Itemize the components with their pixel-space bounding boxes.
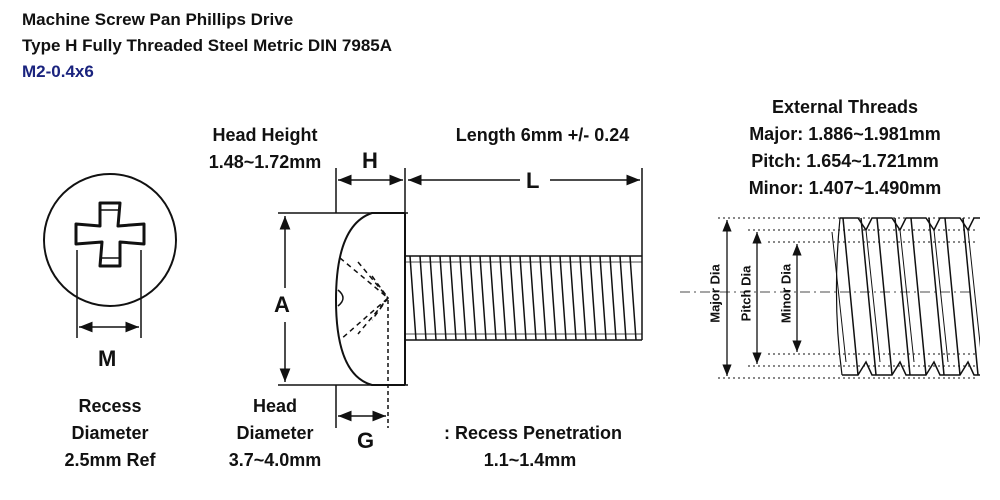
threads-major: Major: 1.886~1.981mm (749, 124, 941, 144)
recess-penetration-dimension (335, 300, 389, 428)
head-top-view (43, 173, 177, 307)
thread-profile (680, 217, 980, 379)
length-dimension (408, 168, 643, 256)
recess-letter-m: M (98, 346, 117, 371)
threaded-shank (405, 255, 643, 341)
recess-diameter-value: 2.5mm Ref (64, 450, 156, 470)
head-height-dimension (335, 168, 406, 213)
minor-dia-label: Minor Dia (778, 263, 794, 324)
recess-penetration-letter-g: G (357, 428, 375, 453)
title-line-1: Machine Screw Pan Phillips Drive (22, 10, 294, 29)
screw-head-side (278, 212, 408, 386)
recess-label-2: Diameter (71, 423, 149, 443)
threads-pitch: Pitch: 1.654~1.721mm (751, 151, 939, 171)
recess-penetration-value: 1.1~1.4mm (483, 450, 577, 470)
length-label: Length 6mm +/- 0.24 (455, 125, 630, 145)
size-designation: M2-0.4x6 (22, 62, 94, 81)
length-letter-l: L (526, 168, 540, 193)
recess-diameter-dimension (76, 250, 142, 338)
recess-penetration-label: : Recess Penetration (443, 423, 623, 443)
major-dia-label: Major Dia (707, 264, 723, 323)
head-diameter-label-1: Head (252, 396, 297, 416)
head-diameter-value: 3.7~4.0mm (228, 450, 322, 470)
recess-label-1: Recess (78, 396, 142, 416)
head-height-letter-h: H (362, 148, 378, 173)
head-diameter-letter-a: A (274, 292, 290, 317)
head-height-label: Head Height (212, 125, 318, 145)
pitch-dia-label: Pitch Dia (738, 265, 754, 322)
head-diameter-label-2: Diameter (236, 423, 314, 443)
head-height-value: 1.48~1.72mm (208, 152, 322, 172)
title-line-2: Type H Fully Threaded Steel Metric DIN 7… (22, 36, 393, 55)
threads-title: External Threads (771, 97, 919, 117)
threads-minor: Minor: 1.407~1.490mm (748, 178, 942, 198)
